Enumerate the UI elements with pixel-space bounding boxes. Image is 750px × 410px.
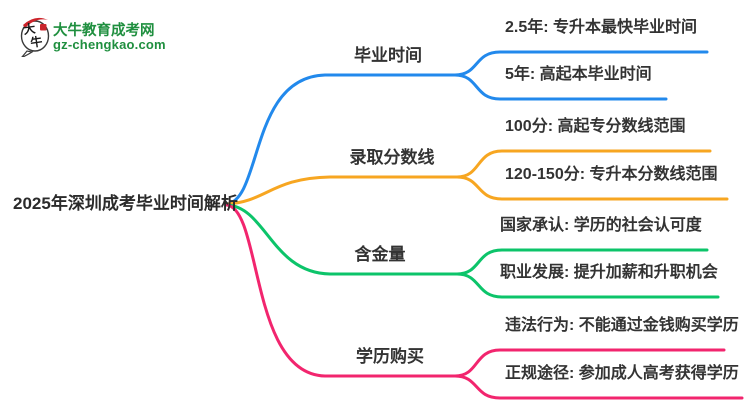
branch-line-graduation-time	[225, 73, 457, 206]
leaf-label-state-recognized: 国家承认: 学历的社会认可度	[500, 217, 702, 234]
leaf-line-grad-fastest	[453, 50, 709, 77]
root-topic: 2025年深圳成考毕业时间解析	[13, 194, 238, 213]
leaf-line-grad-gaoqiben	[453, 73, 668, 101]
leaf-line-score-120-150	[455, 175, 729, 201]
leaf-line-state-recognized	[455, 248, 709, 276]
leaf-line-proper-route	[453, 374, 744, 400]
logo-icon-char-1: 大	[22, 20, 36, 37]
leaf-label-grad-fastest: 2.5年: 专升本最快毕业时间	[505, 19, 698, 36]
branch-label-admission-score: 录取分数线	[349, 148, 435, 167]
logo-title: 大牛教育成考网	[53, 23, 155, 39]
leaf-label-score-120-150: 120-150分: 专升本分数线范围	[505, 166, 718, 183]
daniu-speech-bubble-icon: 大 牛	[20, 17, 50, 57]
leaf-line-score-100	[455, 149, 712, 179]
site-logo: 大 牛 大牛教育成考网 gz-chengkao.com	[19, 13, 239, 61]
logo-icon-char-2: 牛	[29, 33, 43, 50]
branch-label-credential-value: 含金量	[354, 245, 406, 264]
leaf-label-score-100: 100分: 高起专分数线范围	[505, 118, 686, 135]
leaf-label-grad-gaoqiben: 5年: 高起本毕业时间	[505, 66, 652, 83]
leaf-line-career-development	[455, 272, 720, 299]
logo-subtitle: gz-chengkao.com	[53, 37, 166, 52]
branch-label-graduation-time: 毕业时间	[354, 46, 422, 65]
branch-line-degree-purchase	[225, 203, 457, 378]
branch-line-admission-score	[225, 175, 459, 206]
branch-label-degree-purchase: 学历购买	[356, 347, 424, 366]
leaf-line-illegal-act	[453, 348, 726, 378]
leaf-label-illegal-act: 违法行为: 不能通过金钱购买学历	[505, 317, 739, 334]
leaf-label-proper-route: 正规途径: 参加成人高考获得学历	[505, 365, 739, 382]
branch-line-credential-value	[225, 203, 459, 276]
leaf-label-career-development: 职业发展: 提升加薪和升职机会	[500, 264, 718, 281]
